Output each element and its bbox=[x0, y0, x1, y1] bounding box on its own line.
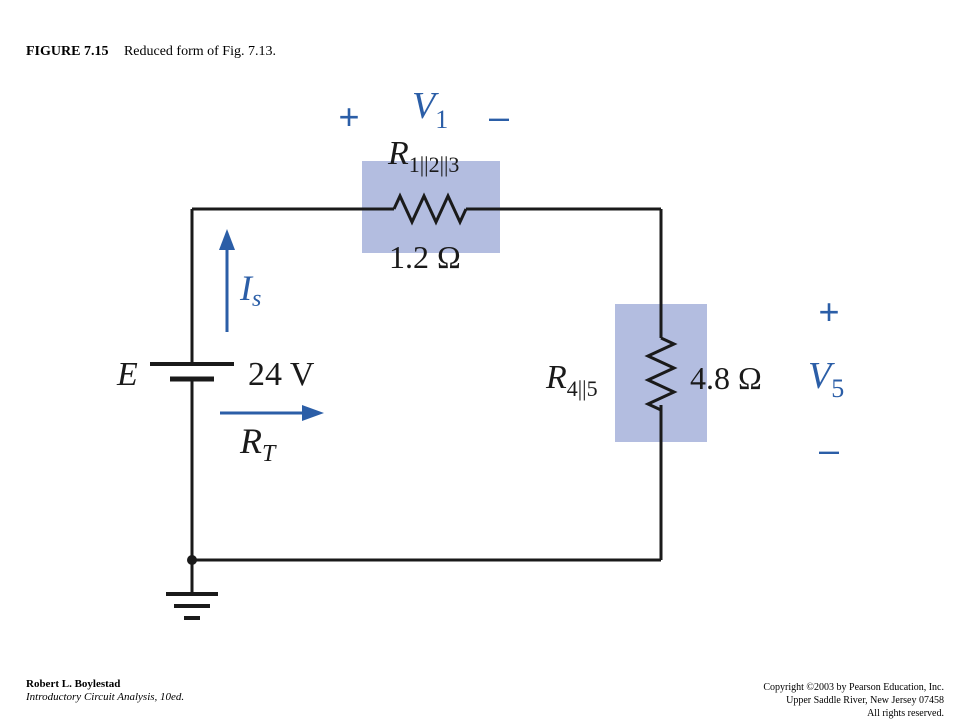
v1-minus: – bbox=[489, 96, 509, 137]
copyright-line-2: Upper Saddle River, New Jersey 07458 bbox=[786, 695, 944, 706]
v5-symbol: V bbox=[808, 355, 835, 397]
figure-number: FIGURE 7.15 bbox=[26, 44, 109, 59]
v1-symbol: V bbox=[412, 85, 439, 127]
current-symbol: I bbox=[239, 268, 254, 308]
r123-subscript: 1||2||3 bbox=[409, 152, 460, 177]
v5-subscript: 5 bbox=[831, 374, 844, 403]
r123-value: 1.2 Ω bbox=[389, 239, 461, 275]
resistor-r123 bbox=[392, 192, 468, 226]
r123-highlight bbox=[362, 161, 500, 253]
rt-label: RT bbox=[239, 421, 277, 467]
v1-plus: + bbox=[338, 96, 359, 137]
footer-author: Robert L. Boylestad bbox=[26, 678, 121, 690]
v5-minus: – bbox=[819, 429, 839, 470]
r45-subscript: 4||5 bbox=[567, 376, 598, 401]
r45-label: R4||5 bbox=[545, 359, 598, 401]
rt-symbol: R bbox=[239, 421, 262, 461]
footer-credit: Robert L. Boylestad Introductory Circuit… bbox=[26, 678, 184, 704]
resistor-r45 bbox=[644, 336, 678, 412]
v1-subscript: 1 bbox=[435, 105, 448, 134]
v1-label: V1 bbox=[412, 85, 448, 134]
r123-label: R1||2||3 bbox=[387, 135, 459, 177]
rt-subscript: T bbox=[262, 441, 277, 467]
r45-symbol: R bbox=[545, 359, 567, 396]
junction-node bbox=[187, 555, 197, 565]
copyright-line-3: All rights reserved. bbox=[867, 708, 944, 719]
r45-value: 4.8 Ω bbox=[690, 360, 762, 396]
v5-plus: + bbox=[818, 291, 839, 332]
wires bbox=[190, 192, 678, 592]
rt-arrow-head bbox=[302, 405, 324, 421]
r123-symbol: R bbox=[387, 135, 409, 172]
copyright-line-1: Copyright ©2003 by Pearson Education, In… bbox=[763, 682, 944, 693]
current-label: Is bbox=[239, 268, 261, 312]
footer-book: Introductory Circuit Analysis, 10ed. bbox=[26, 691, 185, 703]
source-value: 24 V bbox=[248, 356, 315, 393]
v5-label: V5 bbox=[808, 355, 844, 403]
footer-copyright: Copyright ©2003 by Pearson Education, In… bbox=[763, 681, 944, 720]
source-label: E bbox=[116, 356, 138, 393]
current-arrow-head bbox=[219, 229, 235, 250]
figure-caption: FIGURE 7.15 Reduced form of Fig. 7.13. bbox=[26, 44, 276, 60]
current-subscript: s bbox=[252, 286, 261, 312]
figure-title: Reduced form of Fig. 7.13. bbox=[123, 44, 276, 59]
